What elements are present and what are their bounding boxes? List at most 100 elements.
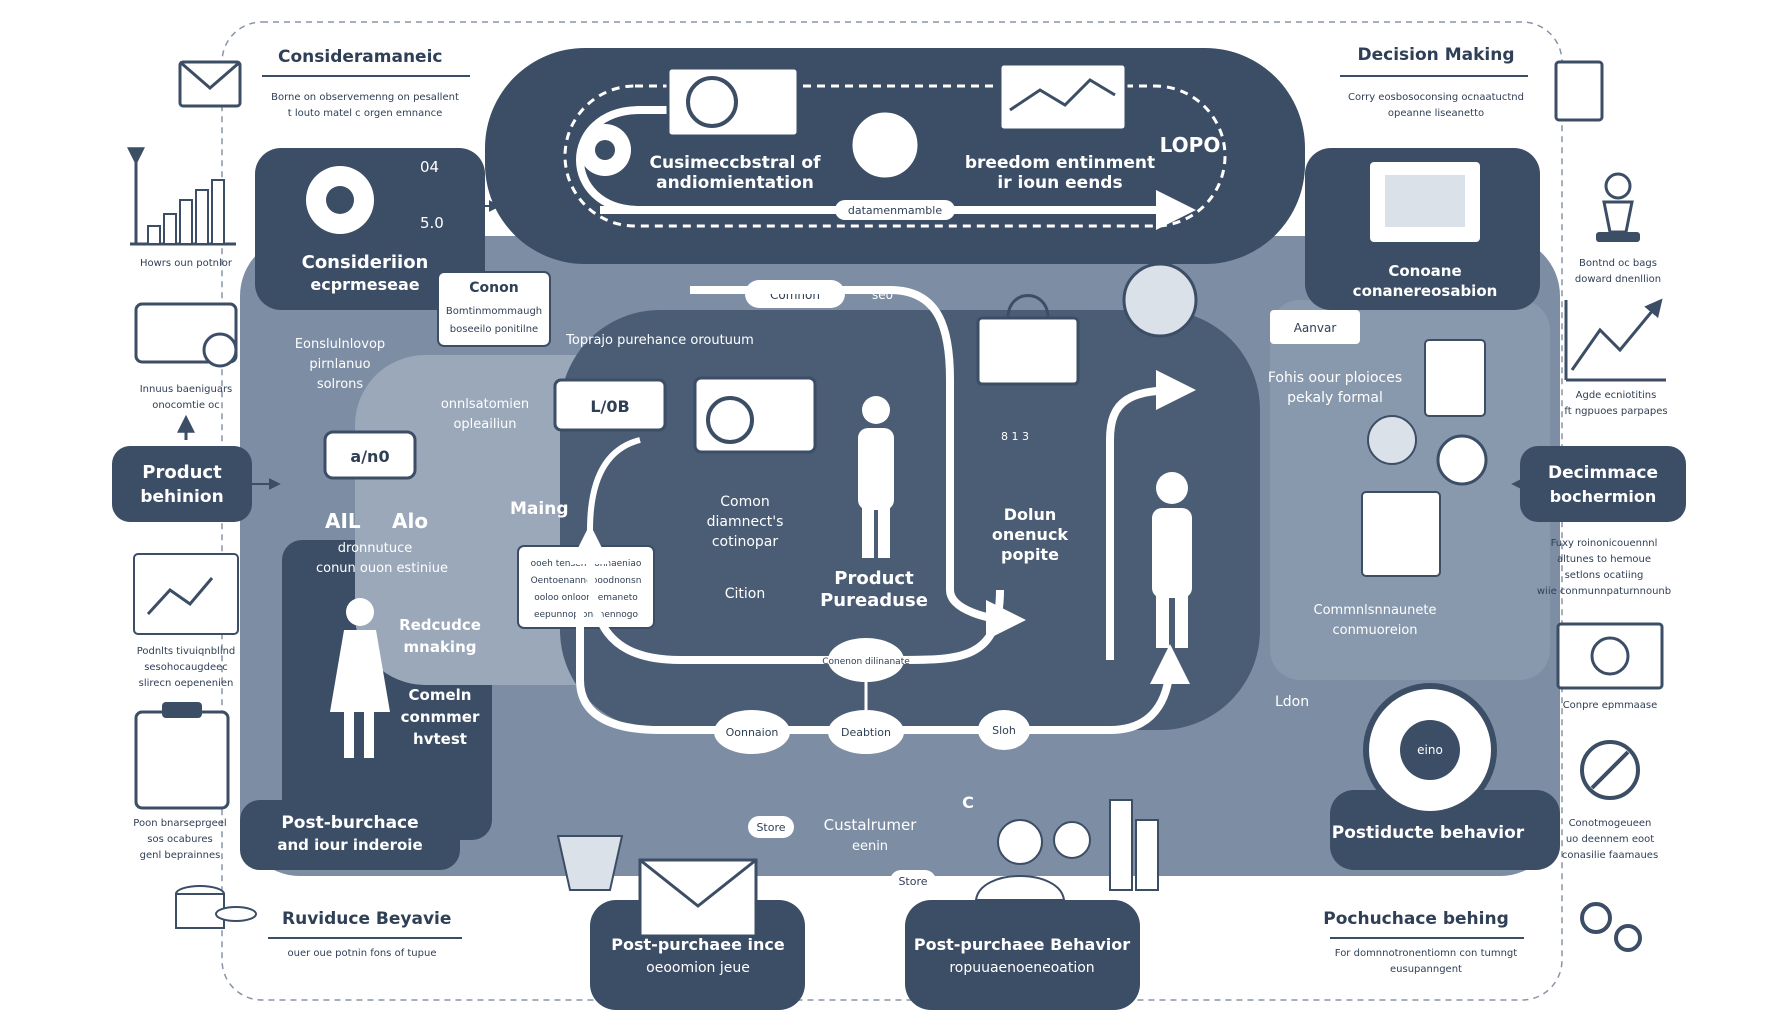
caption-chart-1: Agde ecniotitins	[1576, 390, 1657, 401]
left-mid-1: Eonslulnlovop	[295, 337, 385, 352]
globe-icon	[1122, 262, 1198, 338]
right-mid-3: popite	[1001, 545, 1059, 564]
caption-trend-1: Podnlts tivuiqnblind	[137, 646, 236, 657]
gauge-icon	[323, 430, 417, 480]
decimmace-tab[interactable]	[1520, 446, 1686, 522]
top-loop-sub: datamenmamble	[848, 204, 942, 217]
caption-list-2: altunes to hemoue	[1557, 554, 1651, 565]
left-mid-4: onnlsatomien	[441, 397, 529, 412]
note-line-4: eepunnop ononennogo	[534, 610, 639, 620]
tab-bottom-1-line-2: oeoomion jeue	[646, 960, 750, 976]
bottom-left-title: Ruviduce Beyavie	[282, 909, 451, 929]
left-sub-1: dronnutuce	[338, 541, 412, 556]
store-pill-2	[890, 870, 936, 892]
flow-path-up	[1106, 370, 1196, 660]
woman-line-1: Redcudce	[399, 616, 481, 634]
gauge-label: a/n0	[350, 447, 389, 466]
product-line-2: Pureaduse	[820, 590, 928, 611]
tag-anvor-text: Aanvar	[1294, 321, 1337, 335]
consumer-1: Custalrumer	[824, 816, 918, 834]
consideration-line-2: ecprmeseae	[310, 275, 419, 294]
conane-line-2: conanereosabion	[1353, 282, 1498, 300]
product-behinion-tab[interactable]	[112, 446, 252, 522]
canon-line-2: boseeilo ponitilne	[450, 324, 538, 335]
right-panel-4: conmuoreion	[1332, 623, 1417, 638]
caption-gear-3: conasilie faamaues	[1562, 850, 1658, 861]
woman-line-3: Comeln	[409, 686, 472, 704]
bottom-right-title: Pochuchace behing	[1323, 909, 1509, 929]
bar-chart-icon	[127, 147, 236, 246]
store-label-2: Store	[898, 875, 927, 888]
tag-anvor	[1270, 310, 1360, 344]
caption-list-1: Fuxy roinonicouennnl	[1551, 538, 1658, 549]
consumer-2: eenin	[852, 839, 888, 854]
top-loop-label-1: Cusimeccbstral of	[649, 153, 821, 173]
frame-target-icon	[1556, 622, 1664, 690]
canon-line-1: Bomtinmommaugh	[446, 306, 542, 317]
settings-icon	[1436, 434, 1488, 486]
node-center	[828, 638, 904, 682]
trend-card-line	[146, 577, 214, 616]
caption-person-2: doward dnenllion	[1575, 274, 1661, 285]
target-label: eino	[1417, 743, 1443, 757]
post-left-panel	[240, 800, 460, 870]
monitor-icon	[666, 66, 800, 138]
top-left-title: Considera​maneic	[278, 47, 442, 67]
flow-path-curl	[587, 437, 641, 531]
center-note-2: diamnect's	[707, 514, 784, 530]
envelope-icon	[638, 858, 758, 938]
tab-bottom-1-line-1: Post-purchaee ince	[611, 935, 785, 954]
canon-title: Conon	[469, 280, 518, 296]
box-icon	[553, 378, 667, 432]
center-note-4: Cition	[725, 586, 765, 602]
caption-chart-2: ft ngpuoes parpapes	[1564, 406, 1667, 417]
caption-person-1: Bontnd oc bags	[1579, 258, 1657, 269]
loan-text: Ldon	[1275, 694, 1309, 710]
report-icon	[1361, 491, 1441, 577]
caption-list-3: setlons ocatiing	[1565, 570, 1644, 581]
counter-text: 8 1 3	[1001, 430, 1029, 443]
truck-icon	[134, 302, 238, 368]
top-loop-label-3: breedom entinment	[965, 153, 1155, 173]
cup-icon	[556, 835, 624, 891]
right-panel-2: pekaly formal	[1287, 390, 1383, 406]
shopping-bag-handle	[1006, 294, 1050, 319]
note-line-2: Oentoenanneboodnonsn	[531, 576, 642, 586]
lightbulb-icon	[1053, 821, 1091, 859]
line-chart-icon	[998, 62, 1128, 132]
right-panel-3: Commnlsnnaunete	[1314, 603, 1437, 618]
node-2	[828, 710, 904, 754]
woman-line-2: mnaking	[404, 638, 477, 656]
coins-icon	[175, 885, 257, 929]
caption-gear-1: Conotmogeueen	[1569, 818, 1652, 829]
caption-clip-1: Poon bnarseprgeel	[133, 818, 226, 829]
window-icon	[1554, 60, 1604, 122]
product-line-1: Product	[834, 568, 914, 589]
woman-line-4: conmmer	[401, 708, 480, 726]
node-center-text: Conenon dilinanate	[822, 657, 910, 667]
top-loop-label-4: ir ioun eends	[997, 173, 1122, 193]
product-tab-line-2: behinion	[140, 487, 223, 507]
right-mid-2: onenuck	[992, 525, 1069, 544]
mail-icon	[178, 60, 242, 108]
conane-line-1: Conoane	[1388, 262, 1461, 280]
consideration-badge-2: 5.0	[420, 214, 444, 232]
display-icon-screen	[1385, 175, 1465, 227]
caption-target: Conpre epmmaase	[1563, 700, 1658, 711]
mail-icon-flap	[179, 60, 241, 90]
caption-clip-3: genl beprainnes	[140, 850, 221, 861]
clipboard-clip	[162, 702, 202, 718]
note-line-3: ooloo onloonpemaneto	[534, 593, 638, 603]
top-left-caption-1: Borne on observemenng on pesallent	[271, 92, 459, 103]
document-icon	[1424, 339, 1486, 417]
top-loop-label-2: andiomientation	[656, 173, 814, 193]
node-2-text: Deabtion	[841, 726, 891, 739]
top-loop-track	[563, 84, 1227, 228]
top-right-caption-1: Corry eosbosoconsing ocnaatuctnd	[1348, 92, 1524, 103]
caption-trend-3: slirecn oepenenien	[139, 678, 234, 689]
top-left-caption-2: t louto matel c orgen emnance	[288, 108, 443, 119]
building-icon	[1109, 799, 1159, 891]
woman-figure-icon	[330, 598, 390, 758]
